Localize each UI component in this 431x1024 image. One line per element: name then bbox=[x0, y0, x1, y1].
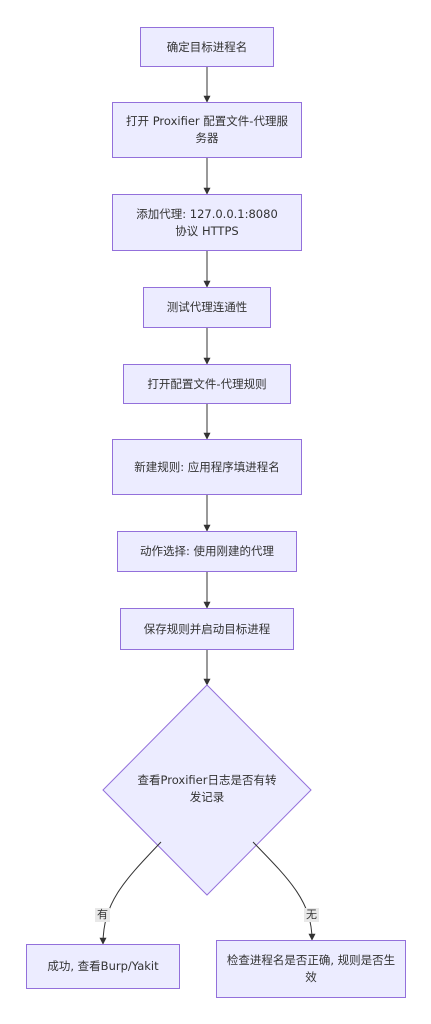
step-add-proxy-address: 添加代理: 127.0.0.1:8080 bbox=[136, 206, 278, 221]
decision-check-logs-label: 查看Proxifier日志是否有转发记录 bbox=[137, 773, 277, 804]
step-select-action-label: 动作选择: 使用刚建的代理 bbox=[139, 544, 275, 558]
step-test-proxy-label: 测试代理连通性 bbox=[166, 300, 248, 314]
step-new-rule: 新建规则: 应用程序填进程名 bbox=[112, 439, 302, 495]
result-success: 成功, 查看Burp/Yakit bbox=[26, 944, 180, 989]
step-test-proxy: 测试代理连通性 bbox=[143, 287, 271, 328]
result-success-label: 成功, 查看Burp/Yakit bbox=[47, 959, 159, 973]
decision-diamond bbox=[102, 684, 312, 896]
step-save-and-launch: 保存规则并启动目标进程 bbox=[120, 608, 294, 650]
step-save-and-launch-label: 保存规则并启动目标进程 bbox=[143, 621, 271, 636]
decision-check-logs: 查看Proxifier日志是否有转发记录 bbox=[133, 772, 281, 806]
edge-label-yes: 有 bbox=[95, 908, 110, 922]
edge-decision-failure bbox=[252, 841, 316, 941]
edge-label-no: 无 bbox=[304, 908, 319, 922]
step-new-rule-label: 新建规则: 应用程序填进程名 bbox=[134, 459, 280, 474]
step-add-proxy-protocol: 协议 HTTPS bbox=[175, 223, 239, 238]
result-troubleshoot-label: 检查进程名是否正确, 规则是否生效 bbox=[226, 953, 396, 984]
step-open-proxy-rules: 打开配置文件-代理规则 bbox=[123, 364, 291, 404]
result-troubleshoot: 检查进程名是否正确, 规则是否生效 bbox=[216, 940, 406, 998]
step-add-proxy: 添加代理: 127.0.0.1:8080 协议 HTTPS bbox=[112, 194, 302, 251]
step-open-proxy-servers-label: 打开 Proxifier 配置文件-代理服务器 bbox=[126, 114, 288, 145]
step-open-proxy-servers: 打开 Proxifier 配置文件-代理服务器 bbox=[112, 102, 302, 158]
edge-decision-success bbox=[99, 841, 162, 945]
step-select-action: 动作选择: 使用刚建的代理 bbox=[117, 531, 297, 572]
step-open-proxy-rules-label: 打开配置文件-代理规则 bbox=[147, 376, 267, 391]
step-determine-process-label: 确定目标进程名 bbox=[166, 39, 248, 54]
step-determine-process: 确定目标进程名 bbox=[140, 27, 274, 67]
